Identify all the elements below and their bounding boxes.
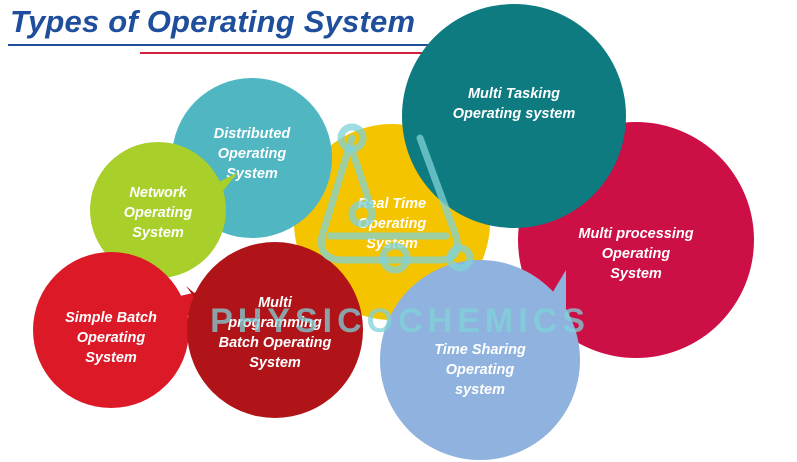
- bubble-circle: [33, 252, 189, 408]
- bubble-label-line: System: [610, 266, 662, 282]
- page-title: Types of Operating System: [10, 4, 416, 39]
- bubble-label-line: Operating: [218, 146, 287, 162]
- bubble-label-line: Network: [129, 185, 187, 201]
- bubble-label-line: Operating: [358, 216, 427, 232]
- bubble-label-line: Operating: [446, 362, 515, 378]
- watermark-logo-icon: [317, 123, 474, 274]
- bubble-label-line: Multi processing: [578, 226, 693, 242]
- bubble-circle: [402, 4, 626, 228]
- bubble-label-line: Real Time: [358, 196, 426, 212]
- bubble-label-line: System: [226, 166, 278, 182]
- bubble-circle: [90, 142, 226, 278]
- bubble-label-line: Batch Operating: [219, 335, 332, 351]
- bubble-label-line: Operating: [124, 205, 193, 221]
- bubble-label-line: Operating system: [453, 106, 576, 122]
- bubble-label-line: system: [455, 382, 505, 398]
- title-underline-red: [140, 52, 430, 54]
- bubble-label-line: Operating: [77, 330, 146, 346]
- bubble-label-line: programming: [227, 315, 322, 331]
- bubble-label-line: Multi: [258, 295, 293, 311]
- bubble-label-line: System: [249, 355, 301, 371]
- watermark-text: PHYSICOCHEMICS: [210, 302, 590, 340]
- bubble-label-line: Distributed: [214, 126, 292, 142]
- bubble-label-line: System: [132, 225, 184, 241]
- title-underline-blue: [8, 44, 428, 46]
- bubble-circle: [187, 242, 363, 418]
- watermark: PHYSICOCHEMICS: [210, 123, 590, 340]
- bubble-label-line: Multi Tasking: [468, 86, 560, 102]
- bubble-circle: [380, 260, 580, 460]
- bubble-label-line: System: [85, 350, 137, 366]
- bubble-label-line: Time Sharing: [434, 342, 526, 358]
- bubble-label-line: Simple Batch: [65, 310, 157, 326]
- bubble-label-line: Operating: [602, 246, 671, 262]
